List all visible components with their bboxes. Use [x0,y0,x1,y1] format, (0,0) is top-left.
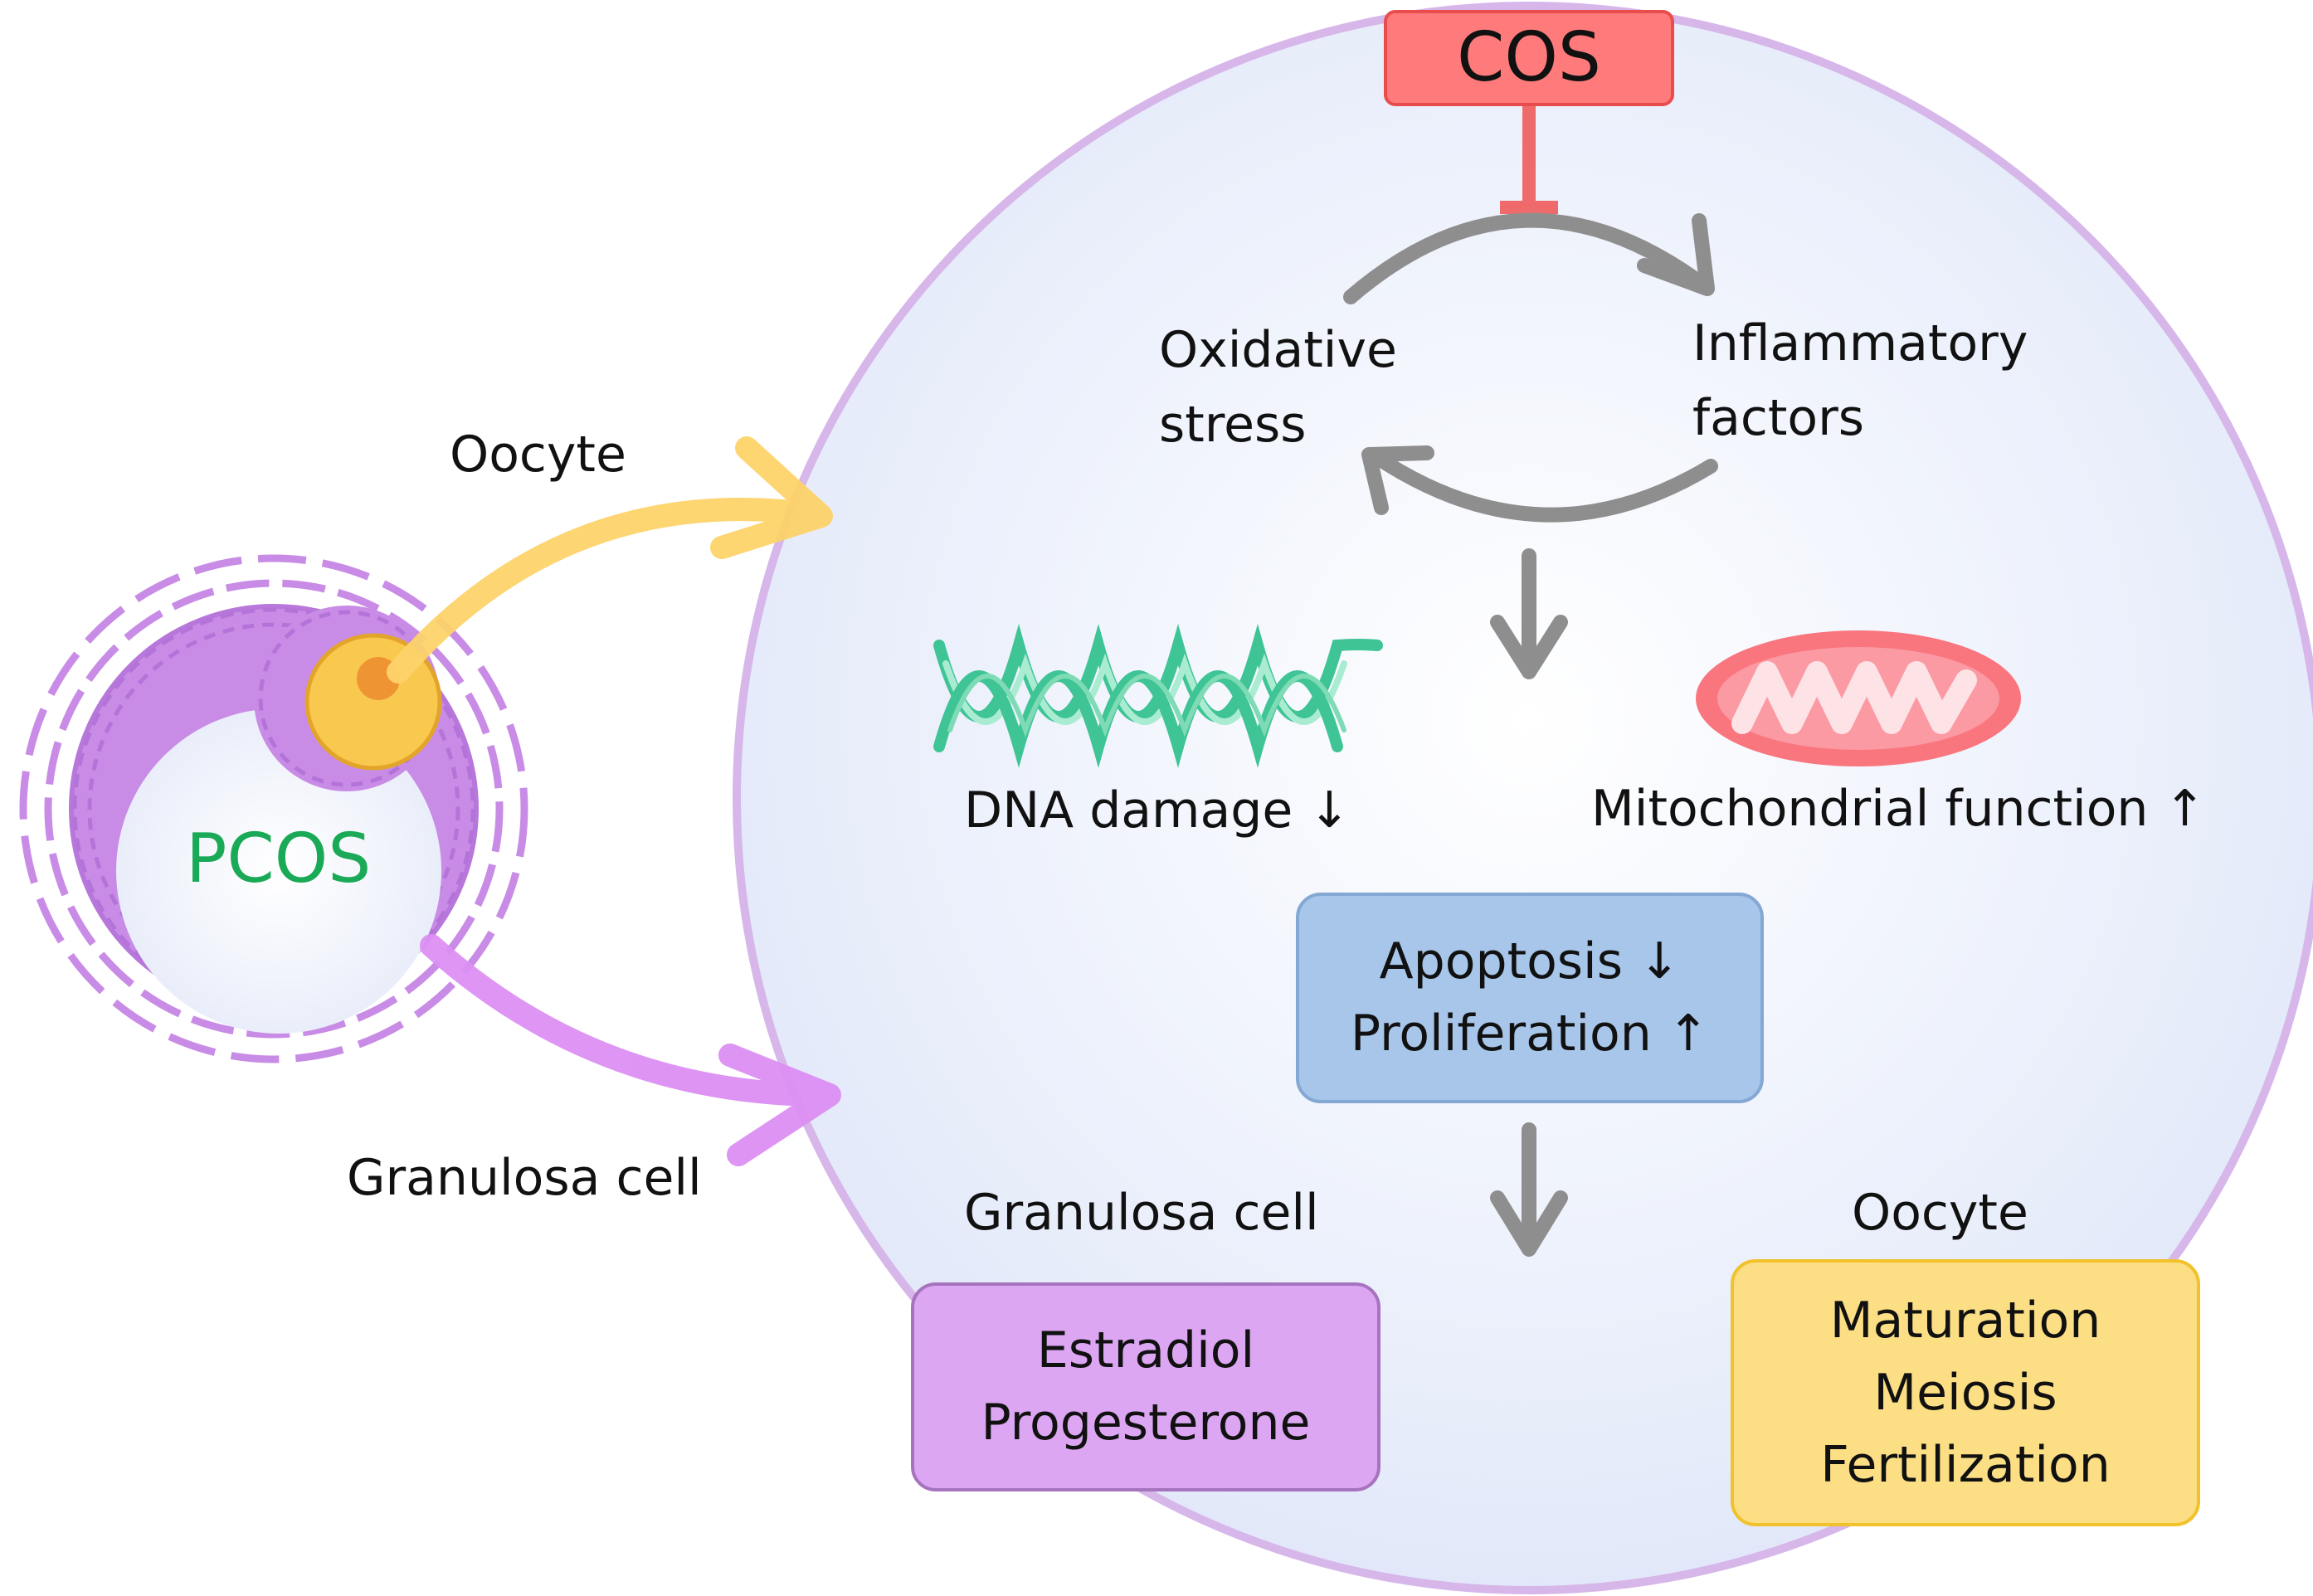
cell-circle [733,2,2313,1594]
arrow-to-inflammatory [1343,212,1712,304]
oocyte-top-label: Oocyte [450,426,626,484]
dna-damage-label: DNA damage ↓ [964,781,1351,839]
dna-helix-icon [933,623,1383,768]
cos-inhibition-line [1500,106,1558,214]
proliferation-label: Proliferation ↑ [1350,1005,1710,1063]
apoptosis-proliferation-box: Apoptosis ↓ Proliferation ↑ [1296,893,1764,1103]
granulosa-arrow [420,934,841,1166]
inflammatory-label-2: factors [1692,389,1865,447]
follicle-icon [19,554,528,1063]
oocyte-bottom-label: Oocyte [1852,1184,2028,1242]
mitochondrial-function-label: Mitochondrial function ↑ [1591,780,2206,838]
apoptosis-label: Apoptosis ↓ [1379,932,1681,990]
arrow-to-oxidative [1368,449,1718,523]
granulosa-left-label: Granulosa cell [347,1149,702,1207]
maturation-label: Maturation [1829,1291,2101,1350]
oocyte-arrow [387,436,833,684]
pcos-label: PCOS [186,820,372,898]
meiosis-label: Meiosis [1873,1363,2057,1422]
granulosa-bottom-label: Granulosa cell [964,1184,1319,1242]
fertilization-label: Fertilization [1820,1435,2111,1494]
cycle-arrows [1343,212,1718,1257]
cos-label: COS [1457,17,1601,97]
estradiol-progesterone-box: Estradiol Progesterone [911,1282,1380,1491]
maturation-box: Maturation Meiosis Fertilization [1731,1259,2200,1526]
estradiol-label: Estradiol [1036,1321,1255,1379]
cos-box: COS [1384,10,1674,106]
progesterone-label: Progesterone [981,1394,1311,1452]
oxidative-stress-label-1: Oxidative [1159,321,1397,379]
inflammatory-label-1: Inflammatory [1692,314,2028,372]
mitochondrion-icon [1696,630,2021,766]
oxidative-stress-label-2: stress [1159,396,1307,454]
